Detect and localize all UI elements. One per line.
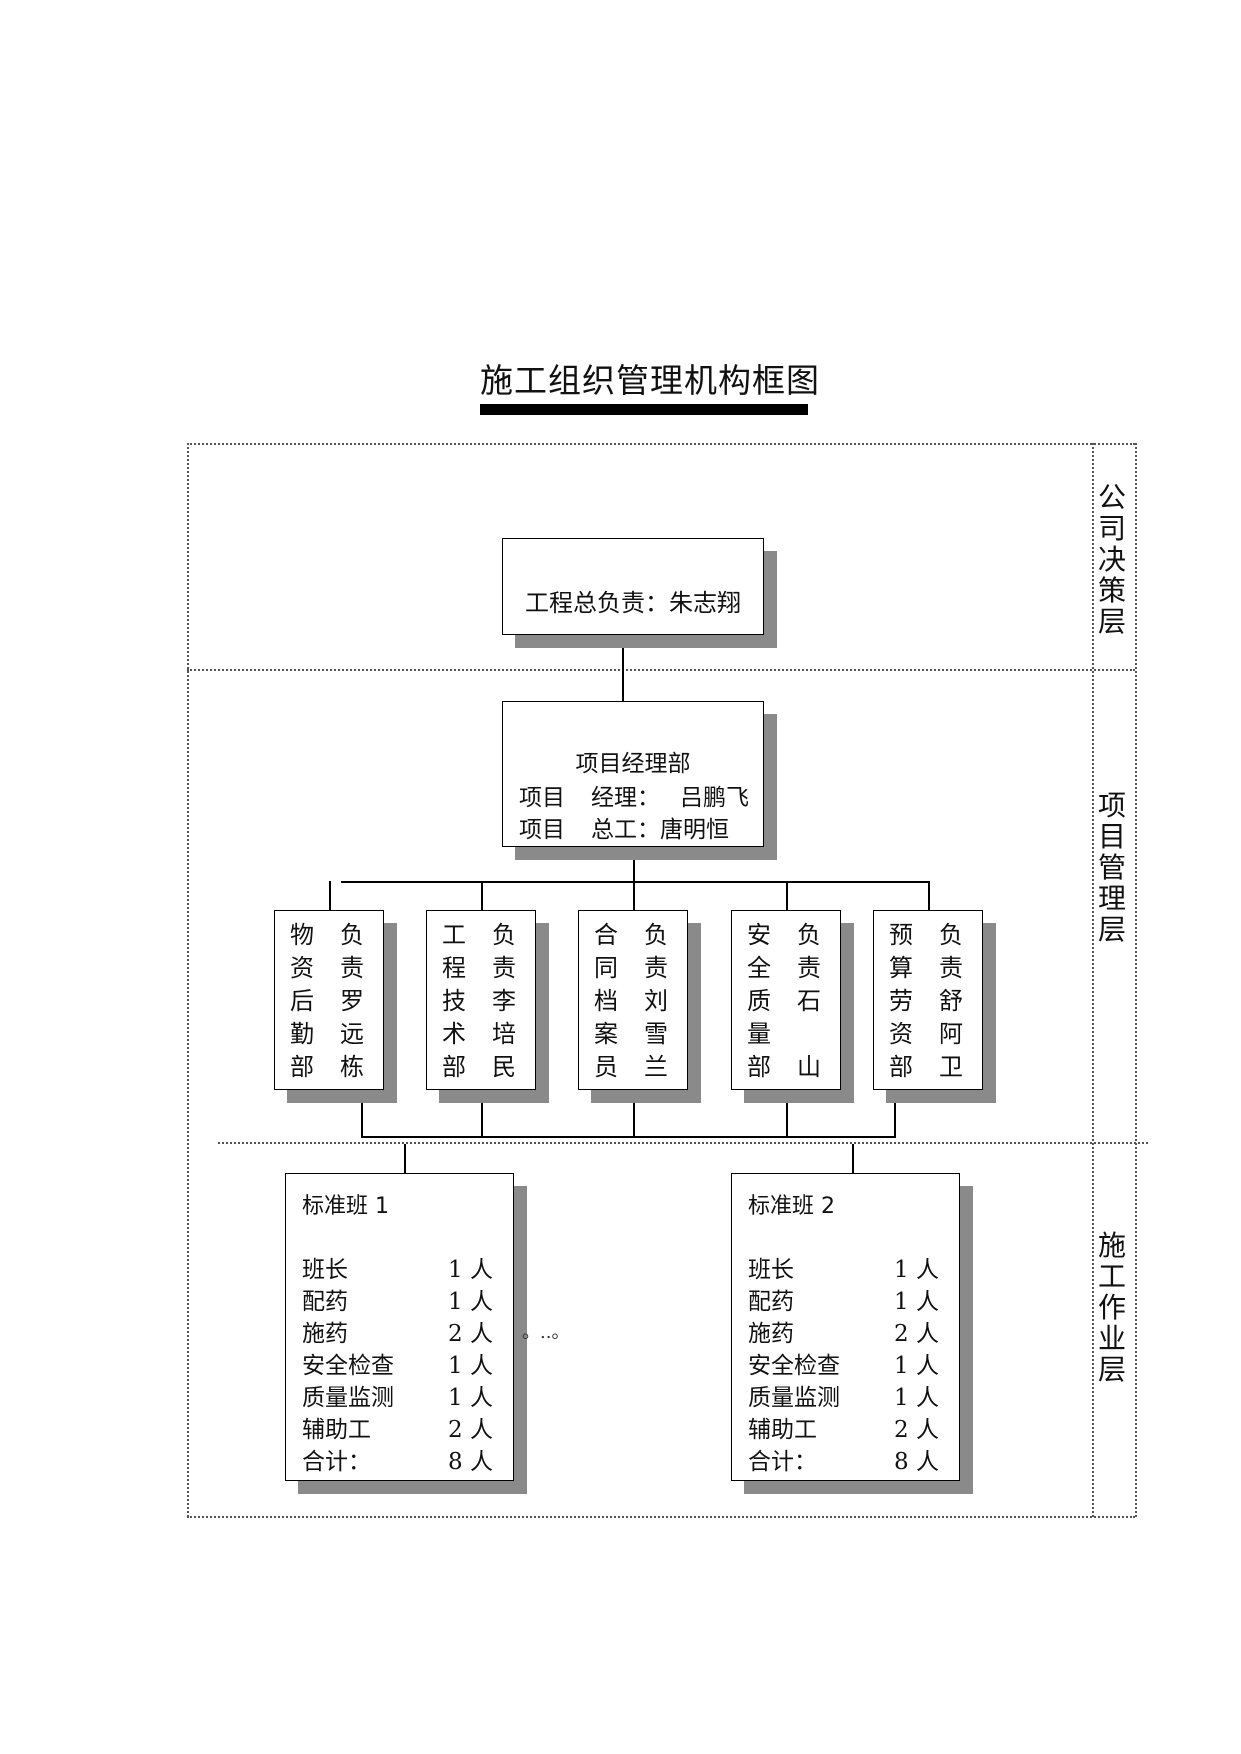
connector-dept-4: [786, 881, 788, 911]
connector-team-2: [852, 1144, 854, 1173]
dept-name: 合同档案员: [594, 921, 618, 1081]
dept-lead: 负责刘雪兰: [644, 921, 668, 1081]
dept-box-budget-labor: 预算劳资部 负责舒阿卫: [873, 910, 983, 1090]
dept-box-safety-quality: 安全质量部 负责石山: [731, 910, 841, 1090]
connector-dept-2: [481, 881, 483, 911]
pm-row-chief-engineer: 项目总工：唐明恒: [519, 817, 729, 843]
chief-box: 工程总负责：朱志翔: [502, 538, 764, 635]
connector-dept-bus: [341, 881, 930, 883]
connector-dept-3-down: [633, 1099, 635, 1137]
frame-divider-2: [218, 1142, 1148, 1144]
dept-lead: 负责舒阿卫: [939, 921, 963, 1081]
dept-lead: 负责李培民: [492, 921, 516, 1081]
team-title: 标准班 2: [748, 1194, 835, 1219]
dept-box-engineering: 工程技术部 负责李培民: [426, 910, 536, 1090]
dept-lead: 负责石山: [797, 921, 821, 1081]
title-underline: [480, 404, 808, 415]
connector-team-bus: [361, 1136, 896, 1138]
connector-dept-5-down: [894, 1099, 896, 1137]
dept-name: 物资后勤部: [290, 921, 314, 1081]
layer-label-company: 公司决策层: [1097, 481, 1126, 638]
team-row-total: 合计：8 人: [302, 1449, 493, 1475]
connector-dept-2-down: [481, 1099, 483, 1137]
dept-box-logistics: 物资后勤部 负责罗远栋: [274, 910, 384, 1090]
pm-row-manager: 项目经理：吕鹏飞: [519, 785, 749, 811]
layer-label-project: 项目管理层: [1097, 789, 1126, 946]
pm-heading: 项目经理部: [575, 751, 691, 777]
stray-punctuation: 。..。: [522, 1322, 570, 1343]
dept-name: 安全质量部: [747, 921, 771, 1081]
dept-box-contracts: 合同档案员 负责刘雪兰: [578, 910, 688, 1090]
connector-dept-3: [633, 881, 635, 911]
chief-text: 工程总负责：朱志翔: [525, 589, 741, 617]
team-title: 标准班 1: [302, 1194, 389, 1219]
team-row-total: 合计：8 人: [748, 1449, 939, 1475]
connector-pm-down: [633, 848, 635, 882]
connector-top-to-pm: [622, 638, 624, 703]
layer-label-construction: 施工作业层: [1097, 1229, 1126, 1386]
dept-name: 工程技术部: [442, 921, 466, 1081]
connector-dept-5: [928, 881, 930, 911]
frame-left: [187, 443, 189, 1517]
connector-dept-4-down: [786, 1099, 788, 1137]
connector-dept-1: [329, 881, 331, 911]
frame-label-divider: [1092, 443, 1094, 1517]
frame-divider-1: [187, 669, 1135, 671]
project-manager-box: 项目经理部 项目经理：吕鹏飞 项目总工：唐明恒: [502, 701, 764, 847]
page-title: 施工组织管理机构框图: [480, 361, 820, 400]
dept-lead: 负责罗远栋: [340, 921, 364, 1081]
frame-top: [187, 443, 1135, 445]
frame-right: [1135, 443, 1137, 1517]
dept-name: 预算劳资部: [889, 921, 913, 1081]
connector-team-1: [404, 1144, 406, 1173]
frame-bottom: [187, 1516, 1135, 1518]
connector-dept-1-down: [361, 1099, 363, 1137]
